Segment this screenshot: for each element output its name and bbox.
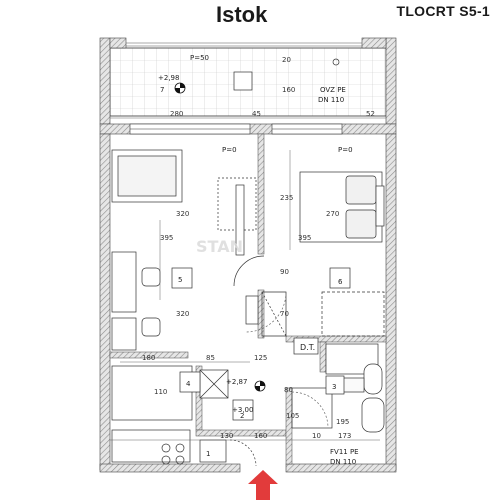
bedroom-wardrobe (321, 291, 385, 337)
living-room-furniture (111, 149, 257, 351)
dim-320b: 320 (176, 310, 189, 318)
dim-280: 280 (170, 110, 183, 118)
plan-code: TLOCRT S5-1 (396, 3, 490, 19)
balcony-openings (129, 123, 343, 135)
dim-125: 125 (254, 354, 267, 362)
dim-130: 130 (220, 432, 233, 440)
pillow-2 (345, 209, 377, 239)
dim-52: 52 (366, 110, 375, 118)
hallway (233, 255, 287, 337)
r1-label: 1 (206, 450, 210, 458)
level-markers (174, 82, 266, 392)
dim-395b: 395 (298, 234, 311, 242)
drain-marker (332, 58, 340, 66)
kitchen-area (111, 365, 257, 467)
dim-90: 90 (280, 268, 289, 276)
tv-unit (235, 184, 245, 256)
watermark-text: STAN (196, 237, 243, 256)
terrace-level-label: +2,98 (158, 74, 179, 82)
dim-20: 20 (282, 56, 291, 64)
r3-label: 3 (332, 383, 336, 391)
dim-80: 80 (284, 386, 293, 394)
dim-395: 395 (160, 234, 173, 242)
plan-labels: P=50 +2,98 7 OVZ PE DN 110 P=0 P=0 5 6 D… (158, 54, 359, 466)
dim-195: 195 (336, 418, 349, 426)
level-lower-label: +3,00 (232, 406, 253, 414)
dim-70: 70 (280, 310, 289, 318)
dim-173: 173 (338, 432, 351, 440)
dim-235: 235 (280, 194, 293, 202)
balcony-area-label: P=50 (190, 54, 209, 62)
bathroom (291, 343, 385, 433)
balcony-right-wall (385, 37, 397, 125)
dimension-lines (110, 117, 386, 441)
dim-160b: 160 (254, 432, 267, 440)
pillow-1 (345, 175, 377, 205)
chair-1 (141, 267, 161, 287)
balcony-left-wall (99, 37, 111, 125)
dimension-numbers: 280 45 160 52 20 235 270 320 395 395 320… (142, 56, 375, 440)
balcony (99, 37, 397, 125)
dim-270: 270 (326, 210, 339, 218)
dt-label: D.T. (300, 343, 315, 352)
dim-110: 110 (154, 388, 167, 396)
fv-pe-label: FV11 PE (330, 448, 359, 456)
bedroom-furniture (299, 171, 385, 337)
dim-45: 45 (252, 110, 261, 118)
dim-180: 180 (142, 354, 155, 362)
living-area-label: P=0 (222, 146, 237, 154)
r2-label: 2 (240, 412, 244, 420)
kitchen-counter-left (111, 251, 137, 313)
dim-105: 105 (286, 412, 299, 420)
balcony-room-tag (233, 71, 253, 91)
ovz-pe-label: OVZ PE (320, 86, 346, 94)
plan-title: Istok (216, 2, 268, 27)
r6-label: 6 (338, 278, 343, 286)
level-main-label: +2,87 (226, 378, 247, 386)
dim-10: 10 (312, 432, 321, 440)
bedroom-area-label: P=0 (338, 146, 353, 154)
kitchen-unit (111, 317, 137, 351)
bathtub-end (363, 363, 383, 395)
dn110-bottom-label: DN 110 (330, 458, 356, 466)
r4-label: 4 (186, 380, 191, 388)
dn110-top-label: DN 110 (318, 96, 344, 104)
dim-85: 85 (206, 354, 215, 362)
chair-2 (141, 317, 161, 337)
room-tags (171, 267, 351, 421)
r7-label: 7 (160, 86, 164, 94)
toilet (361, 397, 385, 433)
r5-label: 5 (178, 276, 182, 284)
dim-160: 160 (282, 86, 295, 94)
dim-320a: 320 (176, 210, 189, 218)
entrance-arrow (248, 470, 278, 500)
